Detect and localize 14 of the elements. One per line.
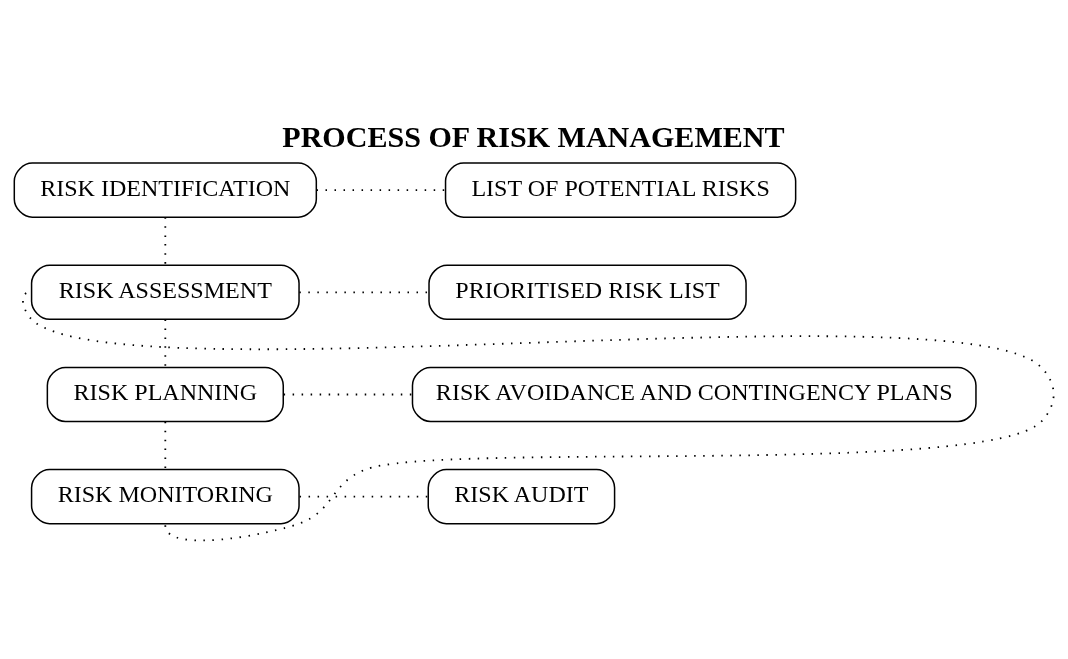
connector (164, 420, 167, 471)
diagram-title: PROCESS OF RISK MANAGEMENT (282, 119, 785, 154)
node-box: RISK PLANNING (46, 366, 284, 423)
connector (298, 495, 430, 498)
node-box: LIST OF POTENTIAL RISKS (444, 162, 797, 218)
connector (22, 291, 1055, 542)
node-box: RISK AUDIT (427, 468, 616, 525)
node-box: PRIORITISED RISK LIST (428, 264, 747, 321)
node-box: RISK AVOIDANCE AND CONTINGENCY PLANS (411, 366, 977, 423)
node-box: RISK MONITORING (30, 468, 300, 525)
node-box: RISK ASSESSMENT (30, 264, 300, 321)
node-box: RISK IDENTIFICATION (13, 162, 318, 218)
connector (282, 393, 414, 396)
connector (315, 189, 447, 192)
